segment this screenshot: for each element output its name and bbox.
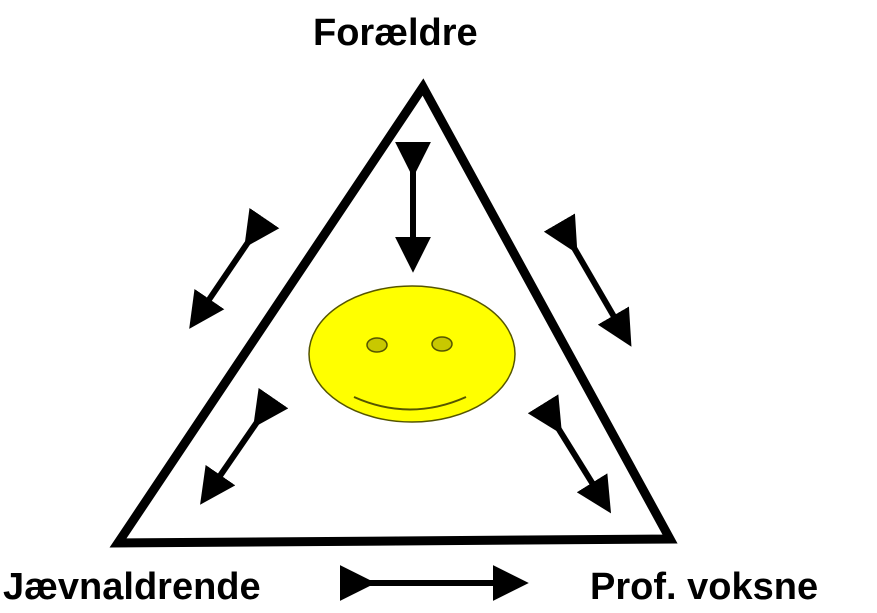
double-arrow-icon-lower-right (527, 394, 612, 514)
smiley-head (308, 285, 516, 423)
double-arrow-icon-upper-right (543, 213, 632, 347)
smiley-mouth (353, 396, 467, 411)
label-parents: Forældre (313, 12, 478, 54)
double-arrow-icon-upper-left (189, 207, 280, 329)
double-arrow-icon-lower-left (200, 387, 289, 505)
smiley-face-icon (308, 285, 516, 423)
relation-arrows (189, 141, 632, 601)
label-professional-adults: Prof. voksne (590, 566, 819, 608)
label-peers: Jævnaldrende (3, 566, 261, 608)
smiley-left-eye (366, 337, 388, 353)
smiley-right-eye (431, 336, 453, 352)
